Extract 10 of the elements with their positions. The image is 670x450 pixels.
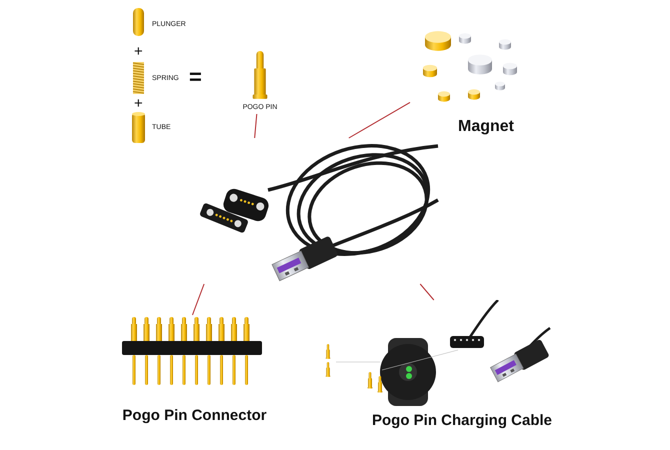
node-label: Pogo Pin Charging Cable (370, 412, 553, 430)
leader-line (348, 102, 410, 138)
node-label: Pogo Pin Connector (121, 407, 268, 424)
plus-sign: + (134, 44, 143, 59)
leader-line (254, 114, 258, 138)
leader-line (192, 284, 205, 316)
node-label: Magnet (457, 118, 515, 136)
equals-sign: = (189, 66, 202, 88)
plus-sign: + (134, 96, 143, 111)
leader-line (420, 284, 434, 300)
